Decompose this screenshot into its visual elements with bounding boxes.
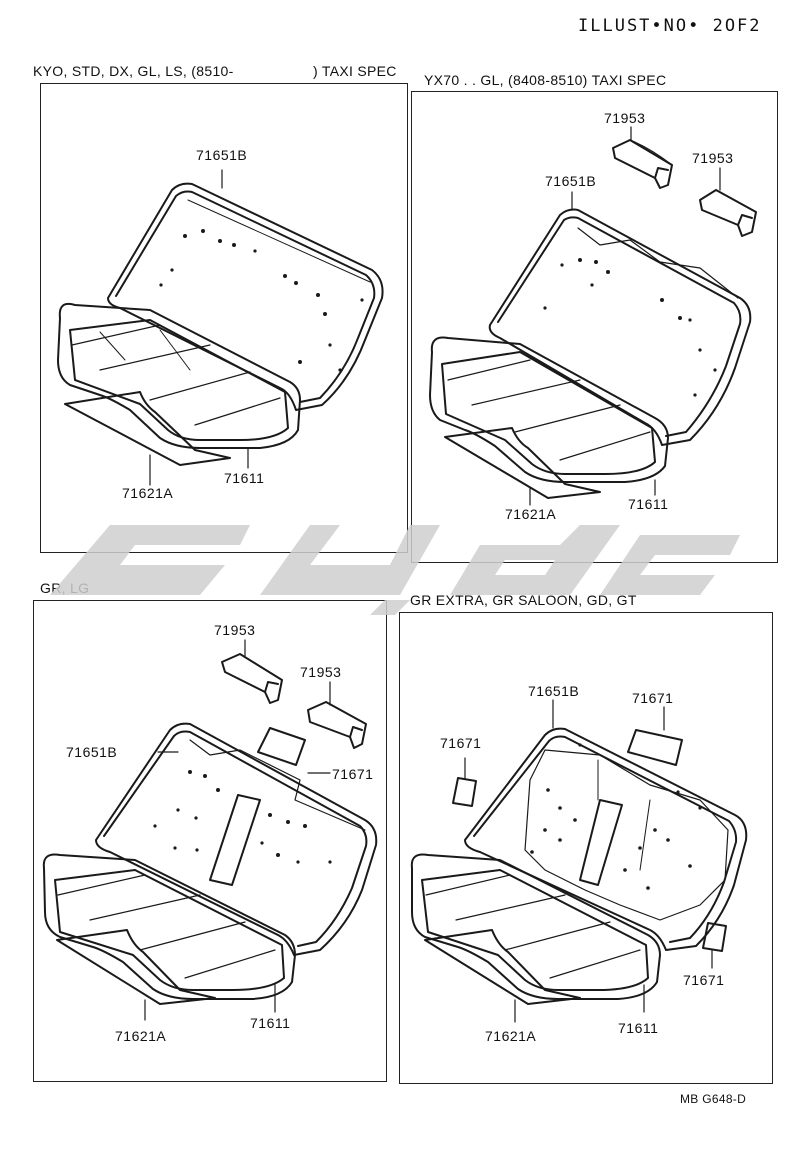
panel-1-heading-suffix: ) TAXI SPEC [313,63,397,79]
panel-2-seatback [488,208,752,446]
panel-3-pad [257,727,306,766]
diagram-code: MB G648-D [680,1092,747,1106]
illustration-number: ILLUST•NO• 2OF2 [578,16,762,36]
panel-3-armrest-2 [307,701,367,749]
panel-1-label-cushion: 71611 [224,470,265,486]
panel-2-armrest-2 [699,189,757,237]
panel-2-label-cushion: 71611 [628,496,669,512]
panel-2-heading: YX70 . . GL, (8408-8510) TAXI SPEC [424,72,667,88]
panel-4-label-back: 71651B [528,683,580,699]
panel-1-heading-text: KYO, STD, DX, GL, LS, (8510- [33,63,234,79]
panel-2 [411,91,778,563]
panel-4-label-cushion: 71611 [618,1020,659,1036]
panel-3-seatback [95,722,378,956]
panel-4-label-pad-top: 71671 [632,690,674,706]
panel-3-label-pad: 71671 [332,766,374,782]
panel-4-heading: GR EXTRA, GR SALOON, GD, GT [410,592,637,608]
panel-2-label-back: 71651B [545,173,597,189]
panel-4-cushion [410,853,661,1000]
panel-3-label-rest-2: 71953 [300,664,342,680]
panel-1-label-back: 71651B [196,147,248,163]
panel-3 [33,600,387,1082]
panel-2-label-board: 71621A [505,506,557,522]
panel-2-label-rest-1: 71953 [604,110,646,126]
panel-3-label-board: 71621A [115,1028,167,1044]
panel-4-pad-left [452,777,477,807]
panel-4-label-pad-right: 71671 [683,972,725,988]
panel-4-label-pad-left: 71671 [440,735,482,751]
panel-3-label-back: 71651B [66,744,118,760]
panel-2-armrest-1 [612,139,673,189]
panel-4-board [424,929,581,1005]
panel-4-pad-top [627,729,683,766]
panel-2-cushion [429,336,669,483]
panel-1-cushion [57,302,301,449]
panel-1-label-board: 71621A [122,485,174,501]
panel-2-board [444,427,601,499]
panel-2-label-rest-2: 71953 [692,150,734,166]
panel-4-label-board: 71621A [485,1028,537,1044]
panel-4-pad-right [702,922,727,952]
panel-3-board [56,929,216,1005]
panel-4 [399,612,773,1084]
panel-1-board [64,391,231,466]
panel-3-label-rest-1: 71953 [214,622,256,638]
panel-4-seatback [464,727,748,951]
panel-3-cushion [42,853,296,1000]
panel-3-armrest-1 [221,653,283,704]
panel-1-seatback [107,182,384,411]
panel-3-label-cushion: 71611 [250,1015,291,1031]
panel-1-heading: KYO, STD, DX, GL, LS, (8510- ) TAXI SPEC [33,63,396,79]
